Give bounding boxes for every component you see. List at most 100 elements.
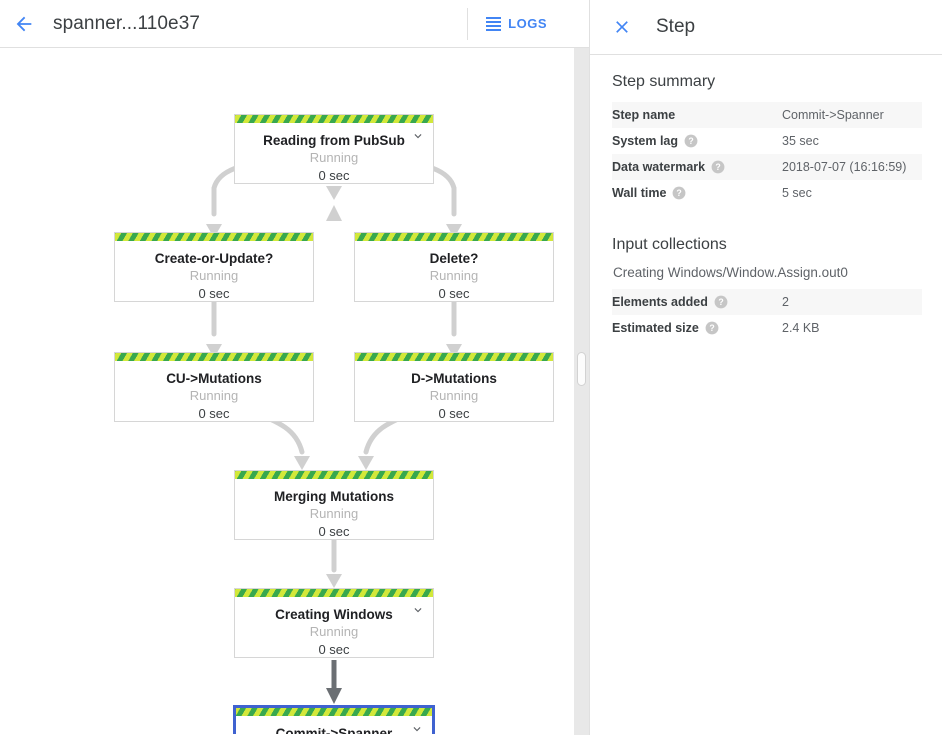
graph-node-create-or-update[interactable]: Create-or-Update? Running 0 sec — [114, 232, 314, 302]
node-title: CU->Mutations — [166, 371, 262, 386]
node-elapsed-time: 0 sec — [318, 642, 350, 657]
node-title: Creating Windows — [275, 607, 393, 622]
node-elapsed-time: 0 sec — [198, 286, 230, 301]
row-label-text: System lag — [612, 134, 679, 148]
node-elapsed-time: 0 sec — [318, 524, 350, 539]
job-toolbar: spanner...110e37 LOGS — [0, 0, 589, 48]
row-value: 35 sec — [782, 134, 819, 148]
node-status-stripe — [355, 233, 553, 241]
chevron-down-icon[interactable] — [411, 129, 425, 143]
row-label-text: Data watermark — [612, 160, 706, 174]
table-row: Step name Commit->Spanner — [612, 102, 922, 128]
table-row: System lag?35 sec — [612, 128, 922, 154]
graph-node-commit-spanner[interactable]: Commit->SpannerPart running5 sec — [233, 705, 435, 734]
row-label-text: Wall time — [612, 186, 667, 200]
node-status-stripe — [115, 353, 313, 361]
row-label: Step name — [612, 102, 782, 128]
svg-text:?: ? — [688, 136, 693, 146]
node-title: Merging Mutations — [274, 489, 394, 504]
help-icon[interactable]: ? — [711, 160, 725, 174]
row-label-text: Step name — [612, 108, 676, 122]
job-graph-pane: spanner...110e37 LOGS — [0, 0, 590, 735]
logs-button-label: LOGS — [508, 16, 547, 31]
row-label: Wall time? — [612, 180, 782, 206]
help-icon[interactable]: ? — [705, 321, 719, 335]
step-panel-header: Step — [590, 0, 942, 55]
node-title: Create-or-Update? — [154, 251, 274, 266]
chevron-down-icon[interactable] — [410, 722, 424, 734]
node-status-stripe — [235, 115, 433, 123]
row-label: Data watermark? — [612, 154, 782, 180]
help-icon[interactable]: ? — [672, 186, 686, 200]
node-status: Running — [189, 268, 239, 283]
row-label-text: Estimated size — [612, 321, 699, 335]
input-collections-heading: Input collections — [612, 236, 727, 253]
page-title: spanner...110e37 — [53, 12, 201, 34]
input-collection-name: Creating Windows/Window.Assign.out0 — [613, 265, 848, 280]
svg-text:?: ? — [677, 188, 682, 198]
arrow-back-icon[interactable] — [0, 0, 48, 48]
node-status: Running — [309, 150, 359, 165]
node-status-stripe — [235, 471, 433, 479]
step-panel-title: Step — [656, 16, 696, 37]
node-elapsed-time: 0 sec — [438, 286, 470, 301]
graph-scrollbar-thumb[interactable] — [577, 352, 586, 386]
help-icon[interactable]: ? — [714, 295, 728, 309]
node-status-stripe — [115, 233, 313, 241]
close-icon[interactable] — [598, 3, 646, 51]
node-title: Commit->Spanner — [275, 726, 393, 734]
svg-text:?: ? — [709, 323, 714, 333]
node-title: D->Mutations — [411, 371, 497, 386]
row-value: Commit->Spanner — [782, 108, 884, 122]
node-status-stripe — [236, 708, 432, 716]
row-value: 2018-07-07 (16:16:59) — [782, 160, 907, 174]
help-icon[interactable]: ? — [684, 134, 698, 148]
table-row: Wall time?5 sec — [612, 180, 922, 206]
toolbar-divider — [467, 7, 469, 40]
node-elapsed-time: 0 sec — [438, 406, 470, 421]
svg-text:?: ? — [718, 297, 723, 307]
node-status: Running — [309, 624, 359, 639]
svg-text:?: ? — [715, 162, 720, 172]
table-row: Data watermark?2018-07-07 (16:16:59) — [612, 154, 922, 180]
row-label-text: Elements added — [612, 295, 708, 309]
node-status: Running — [309, 506, 359, 521]
logs-button[interactable]: LOGS — [482, 10, 557, 37]
graph-vertical-scrollbar[interactable] — [574, 48, 589, 735]
chevron-down-icon[interactable] — [411, 603, 425, 617]
row-value: 5 sec — [782, 186, 812, 200]
node-body: Commit->SpannerPart running5 sec — [236, 716, 432, 734]
table-row: Estimated size?2.4 KB — [612, 315, 922, 341]
node-status: Running — [189, 388, 239, 403]
logs-icon — [486, 16, 502, 31]
row-value: 2.4 KB — [782, 321, 820, 335]
node-status: Running — [429, 268, 479, 283]
toolbar-actions: LOGS — [467, 0, 589, 48]
table-row: Elements added? 2 — [612, 289, 922, 315]
node-status-stripe — [235, 589, 433, 597]
row-label: Estimated size? — [612, 315, 782, 341]
node-elapsed-time: 0 sec — [198, 406, 230, 421]
node-title: Reading from PubSub — [263, 133, 405, 148]
row-label: System lag? — [612, 128, 782, 154]
row-value: 2 — [782, 295, 789, 309]
node-status-stripe — [355, 353, 553, 361]
